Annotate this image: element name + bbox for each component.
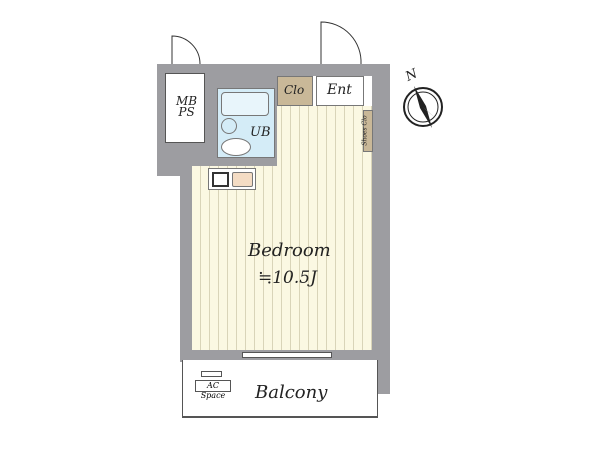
stove-icon: [212, 172, 229, 187]
sink-icon: [221, 118, 237, 134]
closet: Clo: [277, 76, 313, 106]
ac-space: AC Space: [195, 380, 231, 400]
toilet-icon: [221, 138, 251, 156]
right-wall: [372, 64, 390, 394]
kitchen-sink-icon: [232, 172, 253, 187]
mbps-label-line2: PS: [178, 105, 195, 119]
balcony: AC Space Balcony: [182, 360, 378, 418]
closet-label: Clo: [284, 83, 305, 97]
compass-icon: [403, 86, 443, 128]
bath-label: UB: [250, 125, 271, 140]
mbps-label-line1: MB: [176, 94, 198, 108]
shoes-closet: Shoes Clo: [361, 110, 373, 152]
left-wall: [180, 170, 192, 362]
entrance: Ent: [316, 76, 364, 106]
hanger-box: [201, 371, 222, 377]
bedroom-size: ≒10.5J: [258, 268, 317, 288]
balcony-label: Balcony: [255, 382, 328, 403]
compass-north-label: N: [403, 66, 421, 85]
bathtub-icon: [221, 92, 269, 116]
top-wall: [157, 64, 390, 76]
unit-bath: UB: [217, 88, 275, 158]
kitchen: [208, 168, 256, 190]
bedroom-label: Bedroom: [248, 240, 331, 261]
entrance-label: Ent: [327, 82, 352, 98]
window: [242, 352, 332, 358]
compass: N: [400, 66, 448, 134]
shoes-closet-label: Shoes Clo: [361, 115, 369, 146]
